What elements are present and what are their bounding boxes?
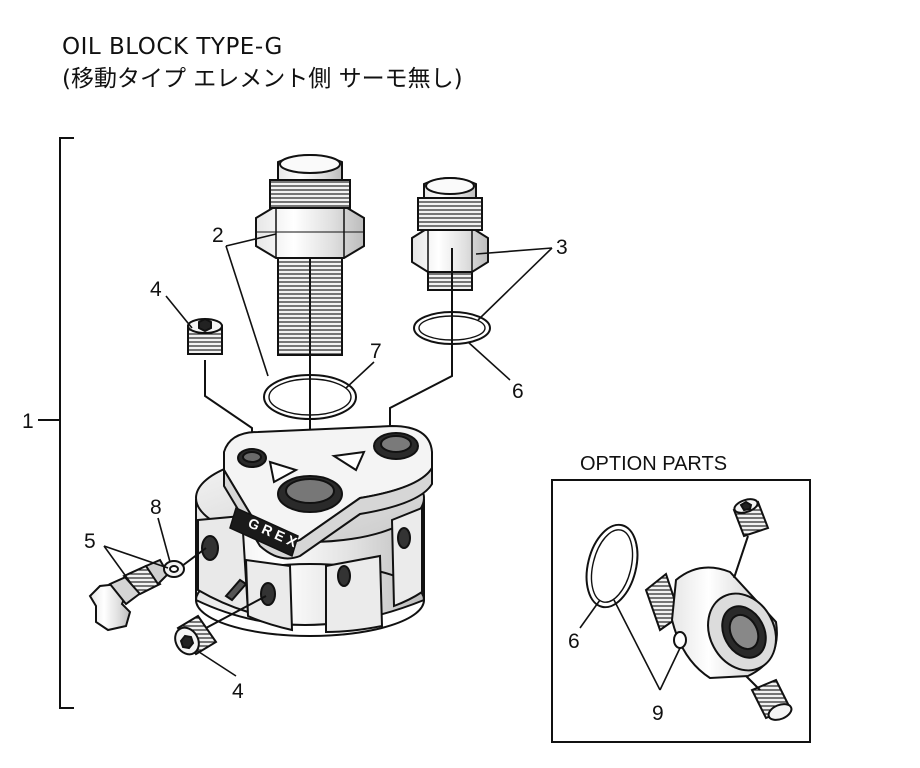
callout-1: 1 bbox=[22, 410, 34, 433]
callout-7: 7 bbox=[370, 340, 382, 363]
callout-4-top: 4 bbox=[150, 278, 162, 301]
sensor-bolt-part bbox=[88, 558, 170, 632]
callout-2: 2 bbox=[212, 224, 224, 247]
option-oring-part bbox=[585, 523, 639, 609]
assembly-bracket bbox=[38, 137, 74, 709]
diagram-subtitle: (移動タイプ エレメント側 サーモ無し) bbox=[62, 66, 463, 92]
option-parts-heading: OPTION PARTS bbox=[580, 453, 727, 475]
plug-bottom-part bbox=[174, 614, 218, 656]
plug-top-part bbox=[187, 317, 223, 355]
callout-leader-lines bbox=[103, 233, 553, 677]
plug-bottom-leader-line bbox=[205, 595, 267, 629]
sensor-leader-line bbox=[181, 547, 207, 567]
option-callout-leaders bbox=[579, 599, 681, 691]
option-plug-top-leader bbox=[733, 535, 749, 579]
callout-3: 3 bbox=[556, 236, 568, 259]
callout-4-bottom: 4 bbox=[232, 680, 244, 703]
option-parts-box bbox=[551, 479, 811, 743]
option-plug-top-part bbox=[732, 498, 770, 538]
option-plug-bottom-leader bbox=[745, 675, 761, 691]
option-callout-9: 9 bbox=[652, 702, 664, 725]
option-adapter-part bbox=[644, 566, 778, 680]
callout-8: 8 bbox=[150, 496, 162, 519]
option-callout-6: 6 bbox=[568, 630, 580, 653]
callout-5: 5 bbox=[84, 530, 96, 553]
fitting-short-part bbox=[411, 177, 489, 291]
washer-part bbox=[163, 560, 185, 578]
oil-block-body bbox=[195, 424, 433, 637]
diagram-title: OIL BLOCK TYPE-G bbox=[62, 34, 283, 60]
option-plug-bottom-part bbox=[750, 678, 793, 721]
callout-6: 6 bbox=[512, 380, 524, 403]
